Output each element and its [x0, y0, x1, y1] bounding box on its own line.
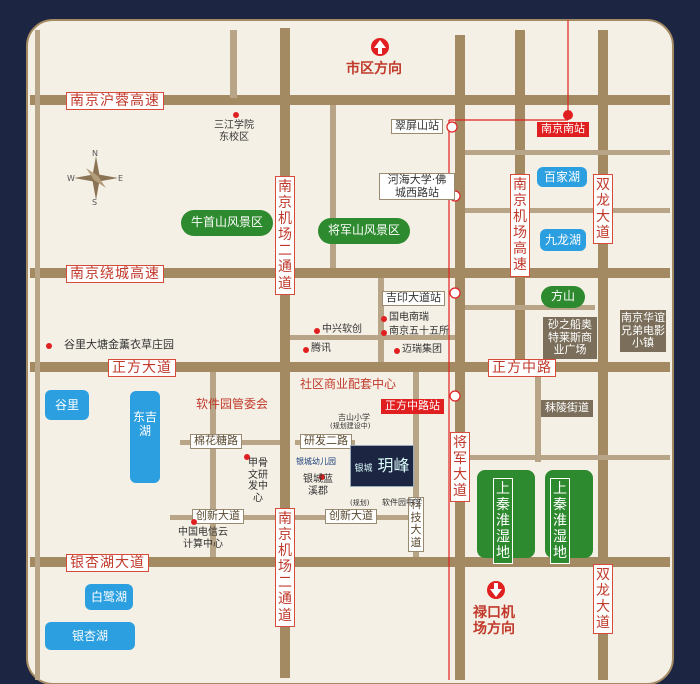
- poi-jishan-sub: (规划建设中): [330, 422, 371, 430]
- project-brand: 银城: [354, 464, 373, 474]
- poi-jiagu: 甲骨文研发中心: [248, 458, 268, 504]
- minor-road: [290, 335, 455, 340]
- compass-e: E: [118, 174, 124, 183]
- road-label-hurong: 南京沪蓉高速: [66, 92, 164, 111]
- poi-ruanjian-school: 软件园中学: [382, 498, 422, 507]
- road-label-airport2: 南京机场二通道: [275, 176, 295, 295]
- road-zhengfang: [30, 362, 670, 372]
- poi-sanjiang: 三江学院东校区: [214, 120, 254, 143]
- project-name: 玥峰: [377, 456, 410, 475]
- poi-dot: [46, 343, 52, 349]
- nanjing-south-marker: [563, 110, 573, 120]
- minor-road: [465, 208, 670, 213]
- compass-w: W: [67, 174, 75, 183]
- road-label-yinxinghu: 银杏湖大道: [66, 554, 149, 573]
- airport-direction: 禄口机场方向: [473, 605, 515, 638]
- road-label-airport2: 南京机场二通道: [275, 508, 295, 627]
- scenic-niushou: 牛首山风景区: [181, 210, 274, 236]
- poi-guli-park: 谷里大塘金薰衣草庄园: [64, 338, 174, 351]
- road-hurong: [30, 95, 670, 105]
- poi-ruanjian: 软件园管委会: [196, 397, 269, 411]
- road-label-jiangjun: 将军大道: [450, 432, 470, 503]
- compass-s: S: [92, 198, 98, 207]
- minor-road: [330, 105, 336, 268]
- lake-jiulong: 九龙湖: [540, 229, 586, 251]
- poi-zhongxing: 中兴软创: [322, 324, 362, 335]
- station-hehai: 河海大学·佛城西路站: [379, 173, 455, 201]
- poi-shequ: 社区商业配套中心: [300, 377, 397, 391]
- wetland-label: 上秦淮湿地: [550, 478, 570, 565]
- lake-guli: 谷里: [45, 390, 89, 420]
- minor-road: [35, 30, 40, 680]
- minor-road: [535, 372, 541, 462]
- minor-road: [413, 372, 419, 557]
- poi-dot: [394, 348, 400, 354]
- poi-dot: [314, 328, 320, 334]
- poi-ruanjian-school-sub: (规划): [350, 499, 370, 507]
- lake-yinxing: 银杏湖: [45, 622, 135, 650]
- road-label-chuangxin: 创新大道: [325, 509, 377, 524]
- station-nanjing-south: 南京南站: [537, 122, 589, 137]
- road-label-zhengfang: 正方大道: [108, 359, 176, 378]
- poi-guodian: 国电南瑞: [389, 312, 429, 323]
- poi-dot: [191, 519, 197, 525]
- poi-huayi: 南京华谊兄弟电影小镇: [620, 310, 666, 352]
- minor-road: [465, 150, 670, 155]
- project-marker: 银城 玥峰: [350, 445, 414, 487]
- poi-jishan: 吉山小学: [338, 413, 370, 422]
- road-label-chuangxin: 创新大道: [192, 509, 244, 524]
- poi-tengxun: 腾讯: [311, 343, 331, 354]
- road-yinxinghu: [30, 557, 670, 567]
- poi-dot: [381, 330, 387, 336]
- scenic-jiangjun: 将军山风景区: [318, 218, 411, 244]
- scenic-fangshan: 方山: [541, 286, 586, 308]
- minor-road: [465, 305, 595, 310]
- poi-moling: 秣陵街道: [541, 400, 593, 417]
- poi-nanjing55: 南京五十五所: [389, 326, 449, 337]
- lake-dongji: 东吉湖: [130, 391, 160, 483]
- lake-baijia: 百家湖: [537, 167, 587, 187]
- city-direction: 市区方向: [346, 61, 402, 77]
- poi-dot: [233, 112, 239, 118]
- road-label-zhengfang-zhong: 正方中路: [488, 359, 556, 378]
- poi-shazhichuan: 砂之船奥特莱斯商业广场: [543, 317, 597, 359]
- road-shuanglong: [598, 30, 608, 680]
- station-zhengfang: 正方中路站: [381, 399, 444, 414]
- wetland-label: 上秦淮湿地: [493, 478, 513, 565]
- road-label-keji: 科技大道: [408, 497, 424, 552]
- road-jiangjun: [455, 35, 465, 680]
- minor-road: [230, 30, 237, 98]
- road-airport2: [280, 28, 290, 678]
- road-label-shuanglong: 双龙大道: [593, 174, 613, 245]
- minor-road: [465, 455, 670, 460]
- poi-dot: [319, 474, 325, 480]
- poi-mairui: 迈瑞集团: [402, 344, 442, 355]
- road-label-yanfa2: 研发二路: [300, 434, 352, 449]
- poi-dot: [303, 347, 309, 353]
- road-label-airport-hwy: 南京机场高速: [510, 174, 530, 277]
- minor-road: [210, 372, 216, 557]
- compass-n: N: [92, 149, 98, 158]
- station-jiyin: 吉印大道站: [382, 291, 445, 306]
- lake-bailu: 白鹭湖: [85, 584, 133, 610]
- road-label-shuanglong: 双龙大道: [593, 564, 613, 635]
- poi-dot: [244, 454, 250, 460]
- road-label-mianhuatang: 棉花糖路: [190, 434, 242, 449]
- road-label-raocheng: 南京绕城高速: [66, 265, 164, 284]
- poi-dianxin: 中国电信云计算中心: [178, 527, 228, 550]
- poi-dot: [381, 316, 387, 322]
- poi-yincheng: 银城蓝溪郡: [303, 474, 333, 497]
- compass-icon: [74, 156, 118, 200]
- poi-yincheng-kid: 银城幼儿园: [296, 457, 336, 466]
- station-cuiping: 翠屏山站: [391, 119, 443, 134]
- road-raocheng: [30, 268, 670, 278]
- station-markers: [446, 121, 461, 402]
